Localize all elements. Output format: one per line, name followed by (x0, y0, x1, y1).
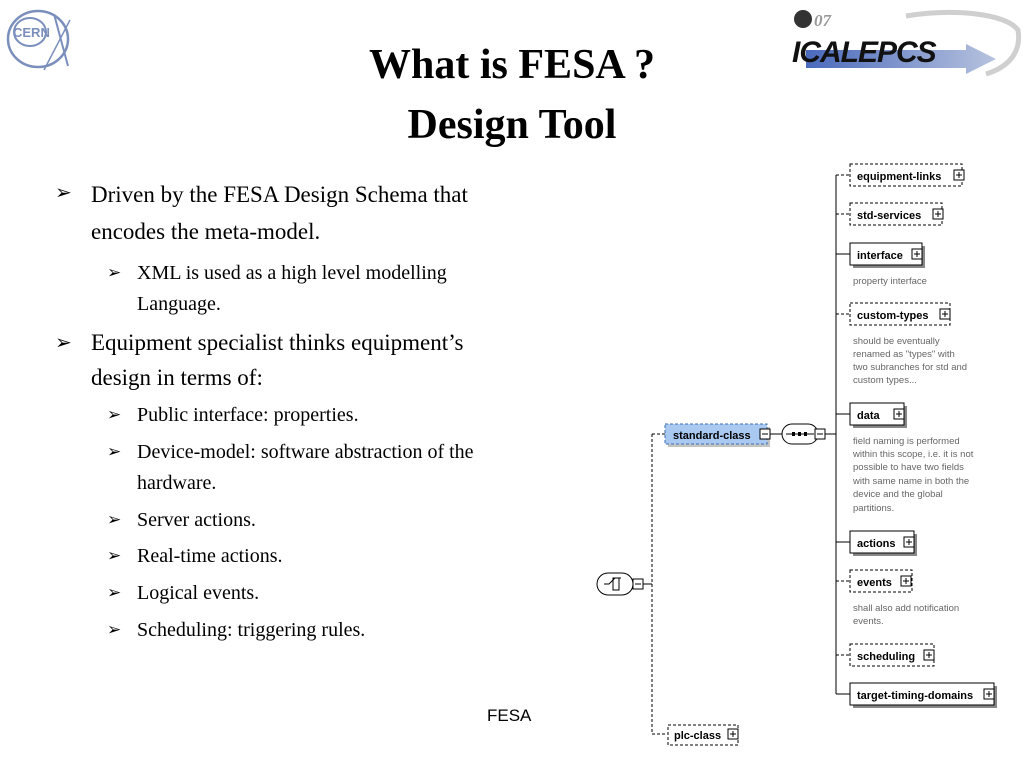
svg-text:std-services: std-services (857, 210, 921, 222)
svg-text:device and the global: device and the global (853, 489, 943, 500)
svg-text:target-timing-domains: target-timing-domains (857, 690, 973, 702)
cern-logo-text: CERN (13, 25, 50, 40)
sub-bullet-item-5: Real-time actions. (137, 545, 283, 567)
sub-bullet-item-1: XML is used as a high level modelling La… (137, 262, 447, 315)
standard-class-label: standard-class (673, 430, 751, 442)
child-std-services[interactable]: std-services (836, 202, 944, 226)
bullet-item-2: Equipment specialist thinks equipment’s … (91, 330, 464, 390)
plc-class-label: plc-class (674, 730, 721, 742)
svg-text:interface: interface (857, 250, 903, 262)
icalepcs-logo-text: ICALEPCS (792, 36, 937, 69)
svg-text:equipment-links: equipment-links (857, 171, 941, 183)
child-target-timing-domains[interactable]: target-timing-domains (836, 682, 997, 708)
standard-class-node[interactable]: standard-class (664, 423, 771, 447)
footer-label: FESA (487, 706, 532, 725)
svg-text:with same name in both the: with same name in both the (852, 476, 969, 487)
svg-text:custom types...: custom types... (853, 375, 917, 386)
svg-text:data: data (857, 410, 881, 422)
svg-text:field naming is performed: field naming is performed (853, 436, 960, 447)
sub-bullet-arrow-icon: ➢ (107, 263, 122, 282)
sub-bullet-item-6: Logical events. (137, 582, 260, 604)
child-interface[interactable]: interface property interface (836, 242, 927, 287)
svg-text:two subranches for std and: two subranches for std and (853, 362, 967, 373)
plc-class-node[interactable]: plc-class (667, 724, 739, 746)
svg-text:events.: events. (853, 616, 884, 627)
sub-bullet-arrow-icon: ➢ (107, 510, 122, 529)
bullet-arrow-icon: ➢ (55, 332, 72, 354)
child-events[interactable]: events shall also add notification event… (836, 569, 959, 627)
svg-text:events: events (857, 577, 892, 589)
sub-bullet-arrow-icon: ➢ (107, 583, 122, 602)
root-choice-node (596, 572, 644, 596)
svg-text:07: 07 (814, 11, 833, 30)
child-scheduling[interactable]: scheduling (836, 643, 935, 667)
svg-text:partitions.: partitions. (853, 503, 894, 514)
sub-bullet-item-3: Device-model: software abstraction of th… (137, 441, 474, 494)
sub-bullet-arrow-icon: ➢ (107, 405, 122, 424)
svg-text:shall also add notification: shall also add notification (853, 603, 959, 614)
sub-bullet-item-7: Scheduling: triggering rules. (137, 619, 366, 641)
svg-text:possible to have two fields: possible to have two fields (853, 462, 964, 473)
page-title-line2: Design Tool (407, 102, 617, 148)
page-title-line1: What is FESA ? (369, 42, 655, 88)
svg-text:scheduling: scheduling (857, 651, 915, 663)
sub-bullet-arrow-icon: ➢ (107, 442, 122, 461)
bullet-arrow-icon: ➢ (55, 182, 72, 204)
svg-text:renamed as "types" with: renamed as "types" with (853, 349, 955, 360)
svg-text:custom-types: custom-types (857, 310, 929, 322)
child-actions[interactable]: actions (836, 530, 917, 556)
sub-bullet-arrow-icon: ➢ (107, 546, 122, 565)
child-equipment-links[interactable]: equipment-links (836, 163, 965, 187)
svg-text:actions: actions (857, 538, 896, 550)
sub-bullet-item-2: Public interface: properties. (137, 404, 359, 426)
svg-text:within this scope, i.e. it is: within this scope, i.e. it is not (852, 449, 974, 460)
svg-text:property interface: property interface (853, 276, 927, 287)
sub-bullet-arrow-icon: ➢ (107, 620, 122, 639)
icalepcs-logo: 07 ICALEPCS (792, 9, 1022, 77)
cern-logo: CERN (6, 9, 71, 71)
bullet-item-1: Driven by the FESA Design Schema that en… (91, 182, 468, 244)
child-custom-types[interactable]: custom-types should be eventually rename… (836, 302, 967, 386)
sequence-node (781, 423, 826, 445)
child-data[interactable]: data field naming is performed within th… (836, 402, 974, 514)
sub-bullet-item-4: Server actions. (137, 509, 256, 531)
svg-text:should be eventually: should be eventually (853, 336, 940, 347)
